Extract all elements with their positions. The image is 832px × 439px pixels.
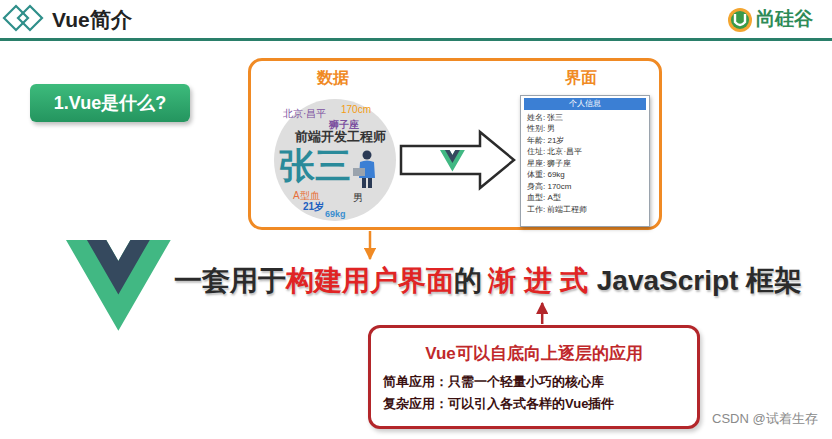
card-row: 年龄: 21岁	[524, 135, 646, 147]
box-heading: Vue可以自底向上逐层的应用	[425, 342, 643, 365]
profile-card: 个人信息姓名: 张三性别: 男年龄: 21岁住址: 北京·昌平星座: 狮子座体重…	[520, 95, 650, 227]
panel-heading: 数据	[317, 69, 349, 87]
box-heading: 1.Vue是什么?	[54, 91, 166, 115]
brand-icon	[728, 8, 752, 32]
page-title: Vue简介	[52, 8, 132, 31]
card-row: 星座: 狮子座	[524, 158, 646, 170]
tagline: 一套用于构建用户界面的渐进式JavaScript 框架	[172, 258, 804, 304]
circle-shape	[274, 99, 396, 221]
card-row: 住址: 北京·昌平	[524, 146, 646, 158]
card-row: 工作: 前端工程师	[524, 204, 646, 216]
card-row: 身高: 170cm	[524, 181, 646, 193]
cloud-word: 男	[353, 192, 363, 203]
tagline-part: 的	[454, 265, 482, 296]
vue-logo	[66, 240, 171, 331]
tagline-part: 渐进式	[488, 265, 597, 296]
heading-box: 1.Vue是什么?	[30, 84, 190, 122]
cloud-word: A型血	[293, 190, 320, 201]
cloud-word: 前端开发工程师	[295, 131, 386, 145]
watermark: CSDN @试着生存	[712, 412, 818, 426]
header-logo	[4, 6, 42, 30]
cloud-word: 狮子座	[329, 119, 359, 130]
tagline-part: JavaScript 框架	[597, 265, 802, 296]
person-figure	[353, 151, 375, 189]
pointer-arrow	[369, 231, 372, 259]
tagline-part: 构建用户界面	[286, 265, 454, 296]
box-line: 简单应用：只需一个轻量小巧的核心库	[383, 373, 604, 391]
data-to-view-panel: 数据 界面北京·昌平 170cm 狮子座前端开发工程师张三 A型血21岁 男 69kg 个人信…	[248, 58, 662, 230]
data-cloud-circle: 北京·昌平 170cm 狮子座前端开发工程师张三 A型血21岁 男 69kg	[273, 98, 397, 222]
cloud-word: 张三	[279, 146, 351, 186]
pointer-arrow	[541, 303, 544, 324]
header-rule	[0, 38, 832, 41]
block-arrow	[401, 132, 514, 188]
cloud-word: 北京·昌平	[283, 108, 326, 119]
panel-heading: 界面	[565, 69, 597, 87]
card-row: 体重: 69kg	[524, 169, 646, 181]
cloud-word: 170cm	[341, 104, 371, 115]
card-header: 个人信息	[524, 98, 646, 110]
tagline-part: 一套用于	[174, 265, 286, 296]
note-box: Vue可以自底向上逐层的应用简单应用：只需一个轻量小巧的核心库复杂应用：可以引入…	[368, 325, 700, 429]
cloud-word: 21岁	[303, 201, 324, 212]
cloud-word: 69kg	[325, 210, 346, 220]
card-row: 性别: 男	[524, 123, 646, 135]
card-row: 姓名: 张三	[524, 112, 646, 124]
card-row: 血型: A型	[524, 192, 646, 204]
vue-logo-small	[440, 150, 465, 172]
box-line: 复杂应用：可以引入各式各样的Vue插件	[383, 395, 614, 413]
brand-name: 尚硅谷	[756, 9, 813, 30]
